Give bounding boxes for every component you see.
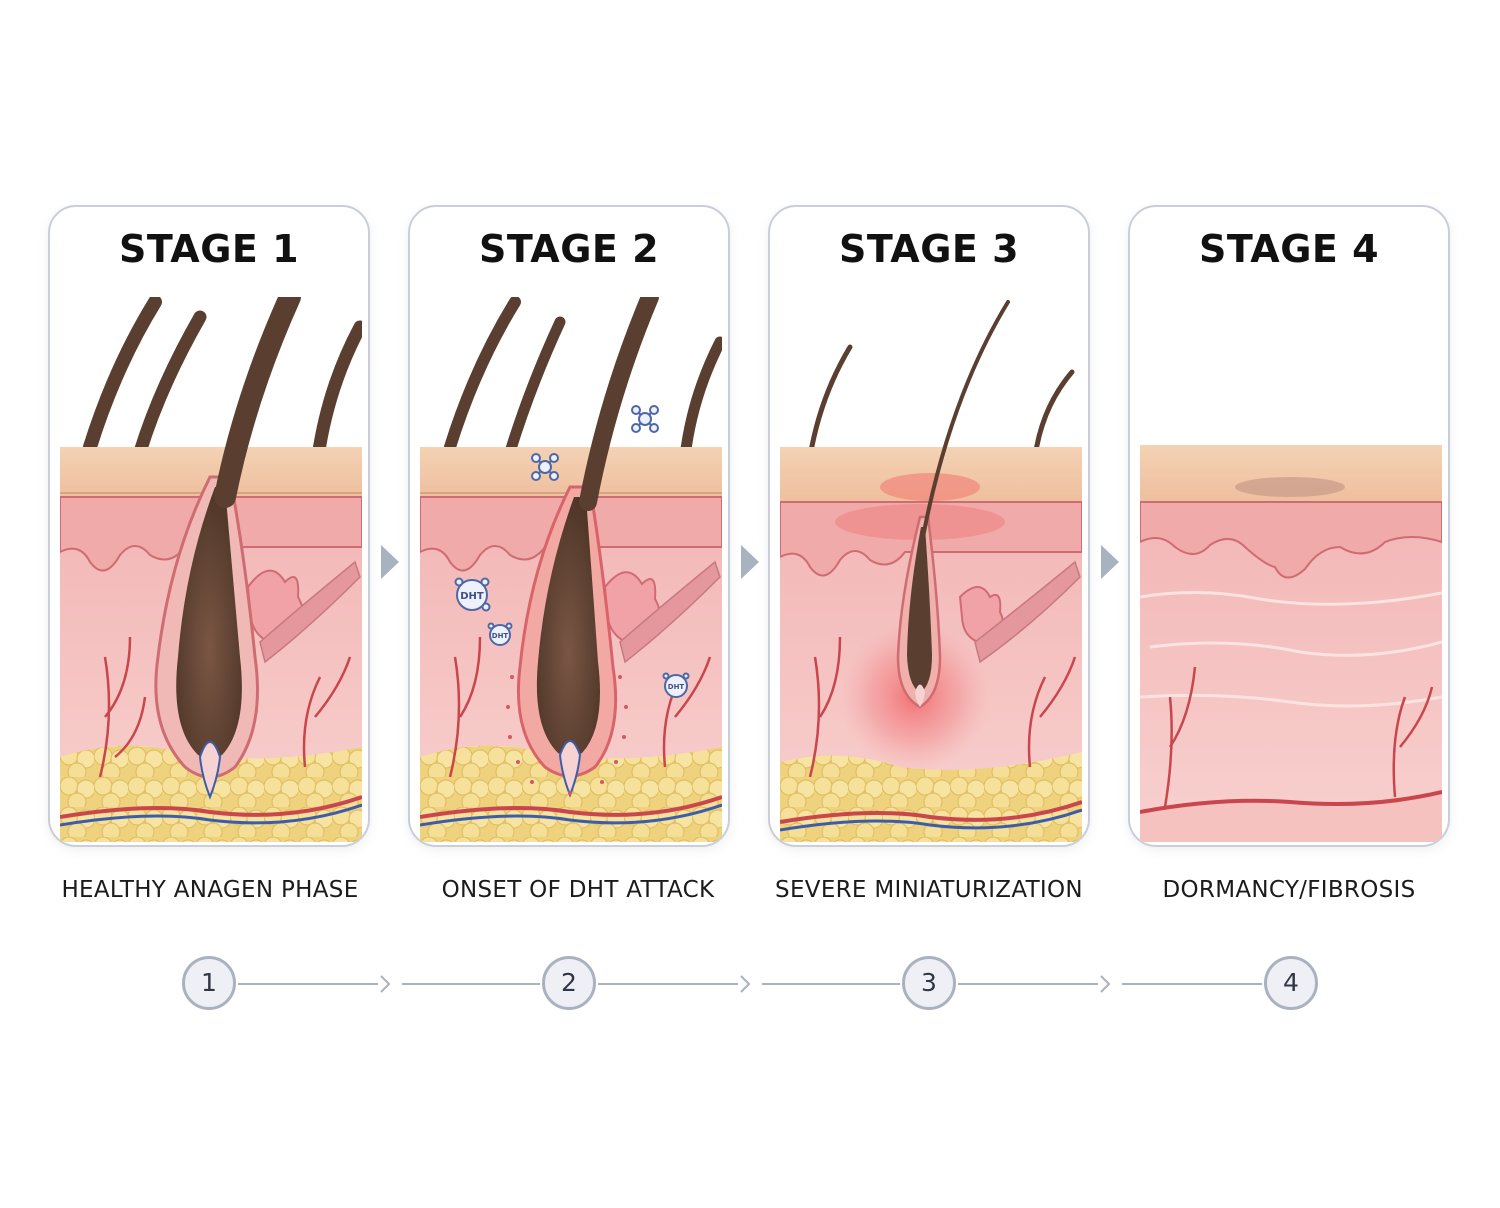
stage-arrow-1 — [381, 545, 399, 579]
dht-label-1: DHT — [460, 591, 484, 602]
stage-4-illustration — [1140, 445, 1442, 842]
stage-2-title: STAGE 2 — [478, 227, 660, 271]
stage-4-caption: DORMANCY/FIBROSIS — [1162, 877, 1416, 903]
stage-1-title: STAGE 1 — [118, 227, 300, 271]
stage-2-illustration: DHT DHT DHT — [420, 297, 722, 842]
stage-3-illustration — [780, 300, 1082, 842]
stage-2-caption: ONSET OF DHT ATTACK — [441, 877, 715, 903]
stage-arrow-3 — [1101, 545, 1119, 579]
dht-label-3: DHT — [668, 683, 685, 691]
stage-1-caption: HEALTHY ANAGEN PHASE — [61, 877, 359, 903]
stage-4-card: STAGE 4 — [1128, 205, 1450, 847]
timeline-step-3: 3 — [902, 956, 956, 1010]
stage-arrow-2 — [741, 545, 759, 579]
stage-1-card: STAGE 1 — [48, 205, 370, 847]
timeline-step-1: 1 — [182, 956, 236, 1010]
stage-3-caption: SEVERE MINIATURIZATION — [775, 877, 1083, 903]
timeline-step-4: 4 — [1264, 956, 1318, 1010]
stage-timeline — [238, 975, 1262, 993]
stage-3-title: STAGE 3 — [838, 227, 1020, 271]
stage-4-title: STAGE 4 — [1198, 227, 1380, 271]
dht-label-2: DHT — [492, 632, 509, 640]
stage-2-card: STAGE 2 DHT — [408, 205, 730, 847]
stage-3-card: STAGE 3 — [768, 205, 1090, 847]
timeline-step-2: 2 — [542, 956, 596, 1010]
stage-1-illustration — [60, 297, 362, 842]
